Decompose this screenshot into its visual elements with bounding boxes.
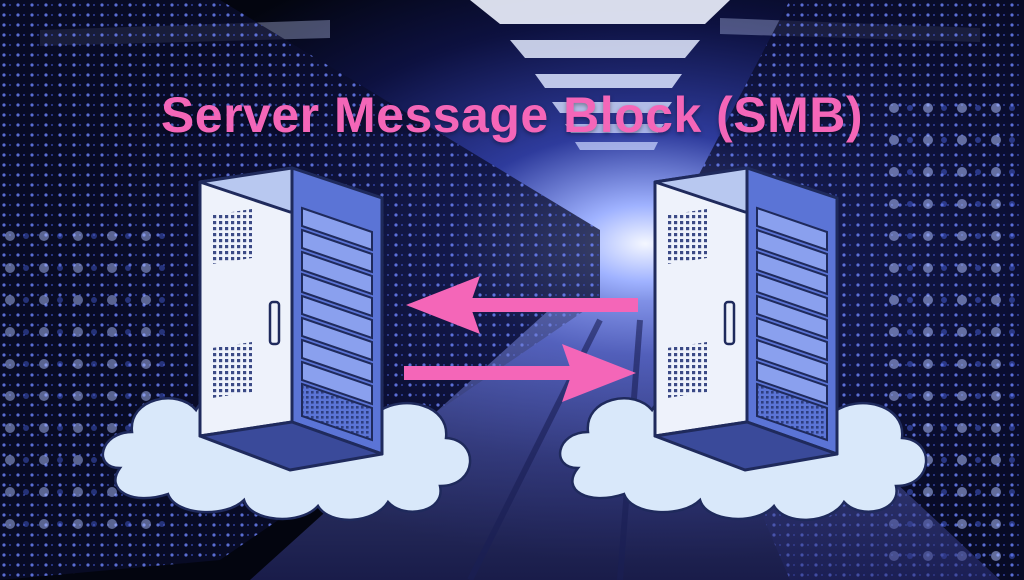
diagram-title: Server Message Block (SMB) <box>160 87 864 143</box>
server-rack-icon-left <box>198 166 384 472</box>
arrow-left-icon <box>406 276 638 334</box>
server-rack-icon-right <box>653 166 839 472</box>
arrow-right-icon <box>404 344 636 402</box>
